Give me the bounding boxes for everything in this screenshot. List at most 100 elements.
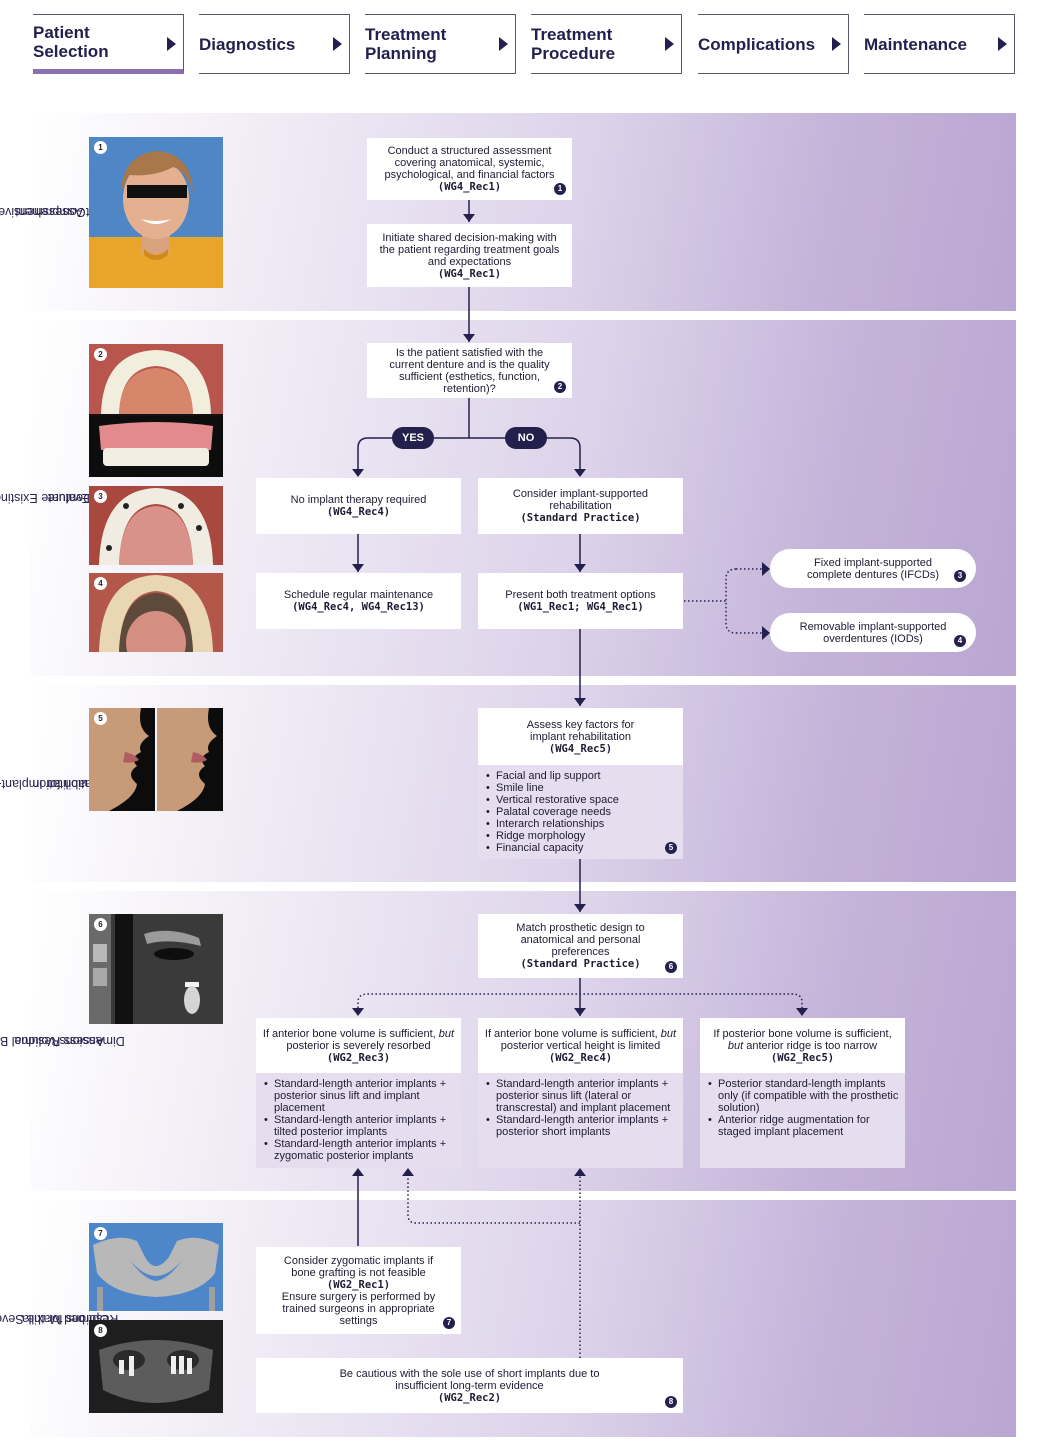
lane-title: Evaluation for Implant-BasedRehabilitati…: [0, 685, 122, 882]
panoramic-xray-photo: 8: [89, 1320, 223, 1413]
step-patient-selection[interactable]: Patient Selection: [33, 14, 184, 74]
cbct-illustration: [89, 914, 201, 1024]
node-text: If anterior bone volume is sufficient, b…: [484, 1028, 677, 1052]
list-item: Facial and lip support: [486, 770, 677, 782]
reference-badge: 8: [665, 1396, 677, 1408]
option-removable-overdentures: Removable implant-supported overdentures…: [770, 613, 976, 652]
scenario-c-list: Posterior standard-length implants only …: [700, 1073, 905, 1168]
step-treatment-procedure[interactable]: Treatment Procedure: [531, 14, 682, 74]
step-label: Diagnostics: [199, 34, 296, 54]
profile-illustration: [89, 708, 217, 811]
node-text: Is the patient satisfied with the curren…: [389, 346, 550, 395]
list-item: Standard-length anterior implants + zygo…: [264, 1138, 455, 1162]
node-ref: (WG2_Rec4): [548, 1051, 613, 1064]
patient-portrait-photo: 1: [89, 137, 223, 288]
reference-badge: 1: [554, 183, 566, 195]
list-item: Vertical restorative space: [486, 794, 677, 806]
reference-badge: 5: [665, 842, 677, 854]
photo-number: 2: [94, 348, 107, 361]
photo-number: 1: [94, 141, 107, 154]
node-ref: (Standard Practice): [520, 958, 641, 970]
node-ref: (WG4_Rec4, WG4_Rec13): [292, 601, 425, 613]
step-complications[interactable]: Complications: [698, 14, 849, 74]
photo-number: 3: [94, 490, 107, 503]
scenario-condition: If anterior bone volume is sufficient,: [262, 1027, 436, 1040]
photo-number: 7: [94, 1227, 107, 1240]
node-text: Schedule regular maintenance: [283, 589, 434, 601]
node-ref: (Standard Practice): [520, 512, 641, 524]
list-item: Standard-length anterior implants + tilt…: [264, 1114, 455, 1138]
scenario-condition: anterior ridge is too narrow: [746, 1039, 878, 1052]
node-text: Conduct a structured assessment covering…: [384, 145, 555, 181]
scenario-condition: posterior vertical height is limited: [500, 1039, 661, 1052]
node-text: Present both treatment options: [505, 589, 656, 601]
list-item: Standard-length anterior implants + post…: [486, 1078, 677, 1114]
node-ref: (WG2_Rec5): [770, 1051, 835, 1064]
scenario-condition: If posterior bone volume is sufficient,: [713, 1027, 892, 1040]
list-item: Standard-length anterior implants + post…: [486, 1114, 677, 1138]
node-match-design: Match prosthetic design to anatomical an…: [478, 914, 683, 978]
no-label: NO: [505, 427, 547, 449]
scenario-but: but: [438, 1027, 455, 1040]
play-arrow-icon: [998, 37, 1007, 51]
node-ref: (WG2_Rec3): [326, 1051, 391, 1064]
option-fixed-dentures: Fixed implant-supported complete denture…: [770, 549, 976, 588]
node-structured-assessment: Conduct a structured assessment covering…: [367, 138, 572, 200]
lane-title-line: Dimensions/Volume: [14, 1034, 126, 1048]
list-item: Financial capacity: [486, 842, 677, 854]
xray-illustration: [99, 1340, 213, 1403]
play-arrow-icon: [333, 37, 342, 51]
node-shared-decision: Initiate shared decision-making with the…: [367, 224, 572, 287]
play-arrow-icon: [832, 37, 841, 51]
list-item: Posterior standard-length implants only …: [708, 1078, 899, 1114]
node-text: If posterior bone volume is sufficient, …: [706, 1028, 899, 1052]
scenario-but: but: [727, 1039, 744, 1052]
fixed-implant-denture-photo: 3: [89, 486, 223, 565]
step-label: Patient Selection: [33, 23, 109, 61]
node-text: Be cautious with the sole use of short i…: [339, 1367, 600, 1392]
node-consider-implant: Consider implant-supported rehabilitatio…: [478, 478, 683, 534]
photo-number: 4: [94, 577, 107, 590]
overdenture-photo: 4: [89, 573, 223, 652]
node-schedule-maintenance: Schedule regular maintenance (WG4_Rec4, …: [256, 573, 461, 629]
play-arrow-icon: [665, 37, 674, 51]
fixed-denture-illustration: [99, 488, 213, 565]
scenario-condition: posterior is severely resorbed: [286, 1039, 431, 1052]
step-label: Complications: [698, 34, 816, 54]
node-text: Initiate shared decision-making with the…: [379, 231, 560, 268]
node-scenario-c: If posterior bone volume is sufficient, …: [700, 1018, 905, 1073]
step-treatment-planning[interactable]: Treatment Planning: [365, 14, 516, 74]
node-ref: (WG4_Rec5): [548, 742, 613, 755]
step-diagnostics[interactable]: Diagnostics: [199, 14, 350, 74]
node-ref: (WG1_Rec1; WG4_Rec1): [517, 601, 644, 613]
scenario-condition: If anterior bone volume is sufficient,: [484, 1027, 658, 1040]
reference-badge: 6: [665, 961, 677, 973]
list-item: Smile line: [486, 782, 677, 794]
play-arrow-icon: [167, 37, 176, 51]
node-text: Assess key factors for implant rehabilit…: [526, 718, 635, 743]
maxilla-reconstruction-photo: 7: [89, 1223, 223, 1311]
node-zygomatic-implants: Consider zygomatic implants if bone graf…: [256, 1247, 461, 1334]
node-present-options: Present both treatment options (WG1_Rec1…: [478, 573, 683, 629]
node-satisfied-question: Is the patient satisfied with the curren…: [367, 343, 572, 398]
node-scenario-a: If anterior bone volume is sufficient, b…: [256, 1018, 461, 1073]
photo-number: 8: [94, 1324, 107, 1337]
node-text: If anterior bone volume is sufficient, b…: [262, 1028, 455, 1052]
step-maintenance[interactable]: Maintenance: [864, 14, 1015, 74]
option-text: Fixed implant-supported complete denture…: [806, 556, 940, 581]
portrait-illustration: [89, 151, 223, 288]
step-label: Treatment Planning: [365, 25, 447, 63]
node-assess-factors: Assess key factors for implant rehabilit…: [478, 708, 683, 765]
lane-title: Assess Residual BoneDimensions/Volume: [0, 891, 125, 1191]
overdenture-illustration: [99, 575, 213, 652]
list-item: Anterior ridge augmentation for staged i…: [708, 1114, 899, 1138]
cbct-scan-photo: 6: [89, 914, 223, 1024]
node-ref: (WG2_Rec1): [326, 1278, 391, 1291]
lane-title: Options for the SeverelyResorbed Maxilla: [0, 1200, 118, 1437]
scenario-a-list: Standard-length anterior implants + post…: [256, 1073, 461, 1168]
node-ref: (WG4_Rec4): [326, 506, 391, 518]
photo-number: 5: [94, 712, 107, 725]
node-text: Consider zygomatic implants if bone graf…: [283, 1254, 434, 1279]
